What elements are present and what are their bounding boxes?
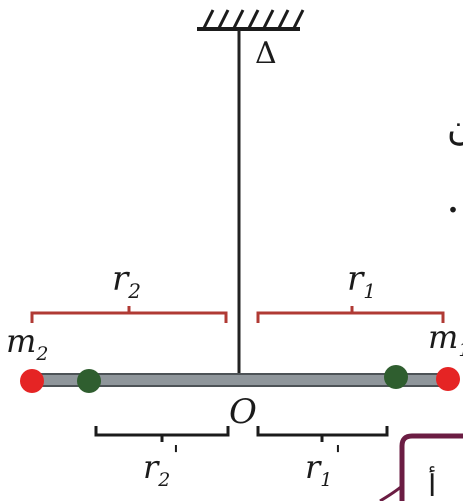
m2-label: m2 <box>6 322 48 365</box>
center-label: O <box>229 392 257 432</box>
corner-text: أ <box>428 466 436 501</box>
ceiling-support <box>197 9 305 31</box>
r1-bracket <box>256 306 445 323</box>
m1-label: m1 <box>428 318 463 361</box>
r2-prime-label: r2' <box>143 441 180 491</box>
r2-prime-bracket <box>94 426 230 442</box>
inner-mass-left <box>77 369 101 393</box>
outer-mass-right <box>436 367 460 391</box>
inner-mass-right <box>384 365 408 389</box>
r1-label: r1 <box>347 259 376 303</box>
r1-prime-label: r1' <box>305 441 342 491</box>
outer-mass-left <box>20 369 44 393</box>
side-text-fragment: ن <box>447 108 463 149</box>
r2-bracket <box>30 306 228 323</box>
side-dot: . <box>446 172 460 223</box>
r1-prime-bracket <box>256 426 389 442</box>
axis-label: Δ <box>255 36 277 71</box>
r2-label: r2 <box>112 259 141 303</box>
corner-box-fragment <box>379 433 463 501</box>
